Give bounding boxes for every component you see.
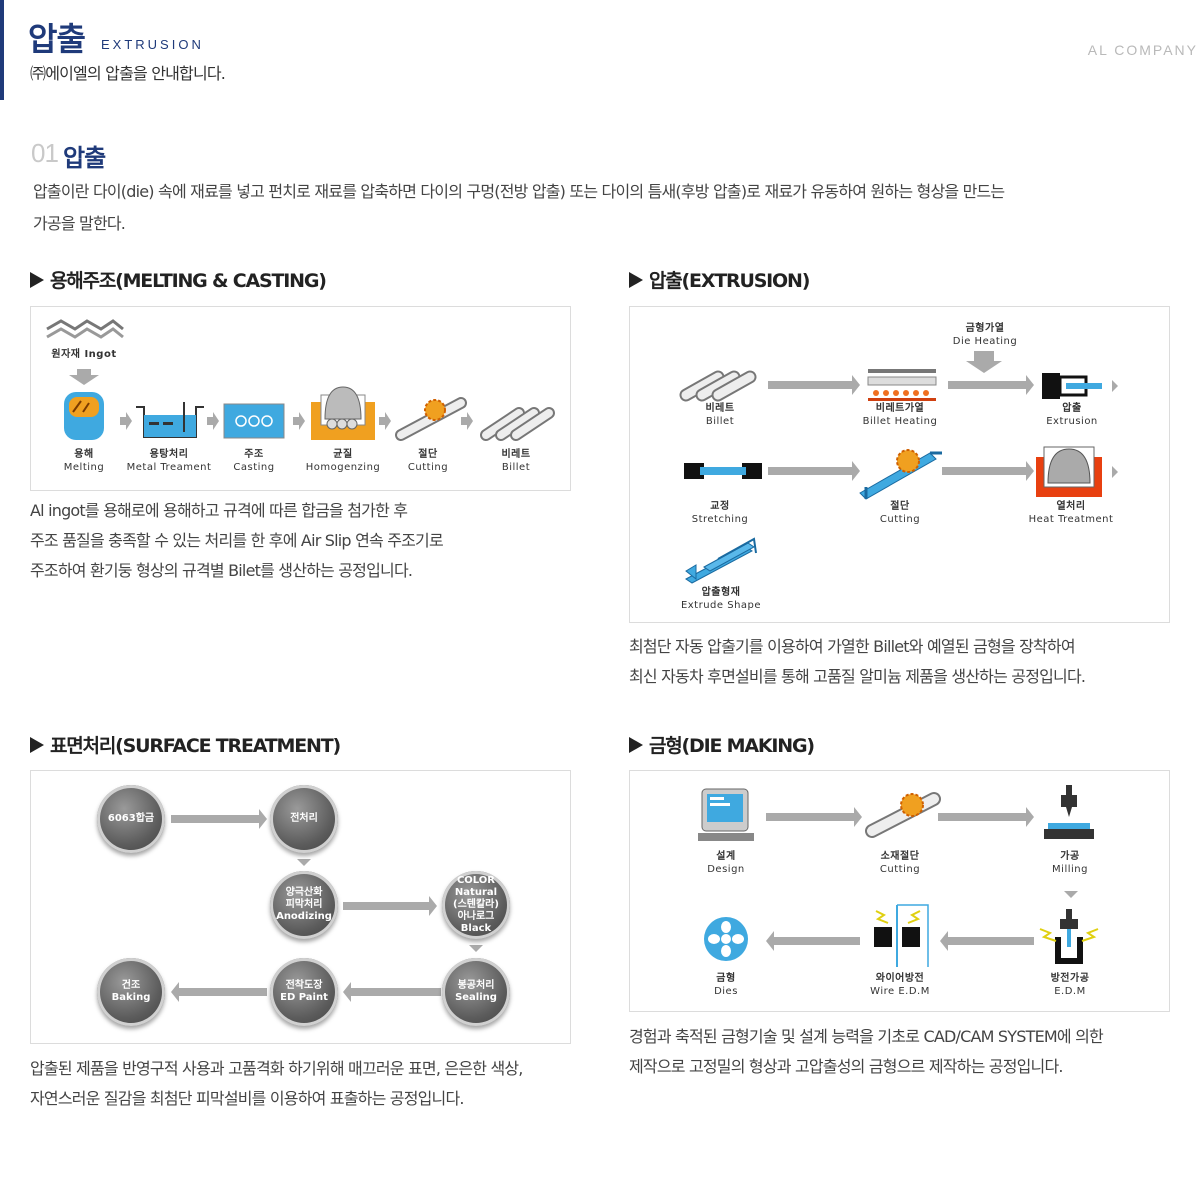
- billet-icon: [679, 370, 757, 402]
- down-arrow-icon: [966, 351, 1002, 373]
- melting-description: Al ingot를 용해로에 용해하고 규격에 따른 합금을 첨가한 후 주조 …: [30, 501, 444, 580]
- edm-icon: [1039, 909, 1099, 964]
- page-title: 압출: [28, 20, 86, 58]
- page-title-en: EXTRUSION: [101, 37, 204, 52]
- intro-line-1: 압출이란 다이(die) 속에 재료를 넣고 펀치로 재료를 압축하면 다이의 …: [33, 182, 1005, 201]
- billet-heating-icon: [867, 369, 937, 401]
- arrow-icon: [120, 412, 132, 430]
- surface-heading: 표면처리(SURFACE TREATMENT): [30, 731, 341, 758]
- die-diagram-art: [698, 785, 1099, 967]
- section-title: 압출: [63, 144, 106, 172]
- melting-furnace-icon: [64, 392, 104, 440]
- section-number: 01: [31, 138, 59, 168]
- die-icon: [704, 917, 748, 961]
- surface-arrows: [171, 809, 483, 1002]
- triangle-icon: [30, 272, 44, 288]
- extrusion-description: 최첨단 자동 압출기를 이용하여 가열한 Billet와 예열된 금형을 장착하…: [629, 637, 1086, 686]
- heat-treatment-icon: [1036, 446, 1118, 497]
- extrusion-press-icon: [1042, 373, 1118, 399]
- triangle-icon: [629, 272, 643, 288]
- ingot-icon: [46, 319, 124, 339]
- homogenizing-icon: [311, 386, 375, 440]
- down-arrow-icon: [69, 369, 99, 385]
- long-arrow-icon: [768, 375, 860, 395]
- surface-description: 압출된 제품을 반영구적 사용과 고품격화 하기위해 매끄러운 표면, 은은한 …: [30, 1059, 523, 1108]
- page-subtitle: ㈜에이엘의 압출을 안내합니다.: [30, 64, 226, 83]
- die-heading: 금형(DIE MAKING): [629, 731, 815, 758]
- computer-icon: [698, 788, 754, 841]
- billet-icon: [480, 407, 555, 441]
- intro-line-2: 가공을 말한다.: [33, 214, 126, 233]
- stretching-icon: [684, 463, 762, 479]
- melting-diagram-art: [46, 319, 555, 441]
- metal-treatment-icon: [136, 402, 204, 438]
- extrusion-diagram-art: [679, 351, 1118, 584]
- header-accent-bar: [0, 0, 4, 100]
- node-pretreatment: 전처리: [270, 785, 338, 853]
- company-name: AL COMPANY: [1087, 42, 1198, 58]
- triangle-icon: [629, 737, 643, 753]
- section-intro: 압출이란 다이(die) 속에 재료를 넣고 펀치로 재료를 압축하면 다이의 …: [33, 176, 1133, 240]
- node-6063-alloy: 6063합금: [97, 785, 165, 853]
- ingot-label: 원자재 Ingot: [51, 349, 117, 360]
- die-description: 경험과 축적된 금형기술 및 설계 능력을 기초로 CAD/CAM SYSTEM…: [629, 1027, 1104, 1076]
- cutting-saw-icon: [395, 397, 467, 441]
- melting-heading: 용해주조(MELTING & CASTING): [30, 266, 327, 293]
- extrusion-heading: 압출(EXTRUSION): [629, 266, 810, 293]
- casting-icon: [223, 403, 285, 439]
- triangle-icon: [30, 737, 44, 753]
- profile-cutting-icon: [859, 449, 942, 500]
- milling-machine-icon: [1044, 785, 1094, 839]
- extrude-shape-icon: [685, 537, 757, 584]
- material-cutting-icon: [865, 792, 941, 838]
- wire-edm-icon: [874, 904, 929, 967]
